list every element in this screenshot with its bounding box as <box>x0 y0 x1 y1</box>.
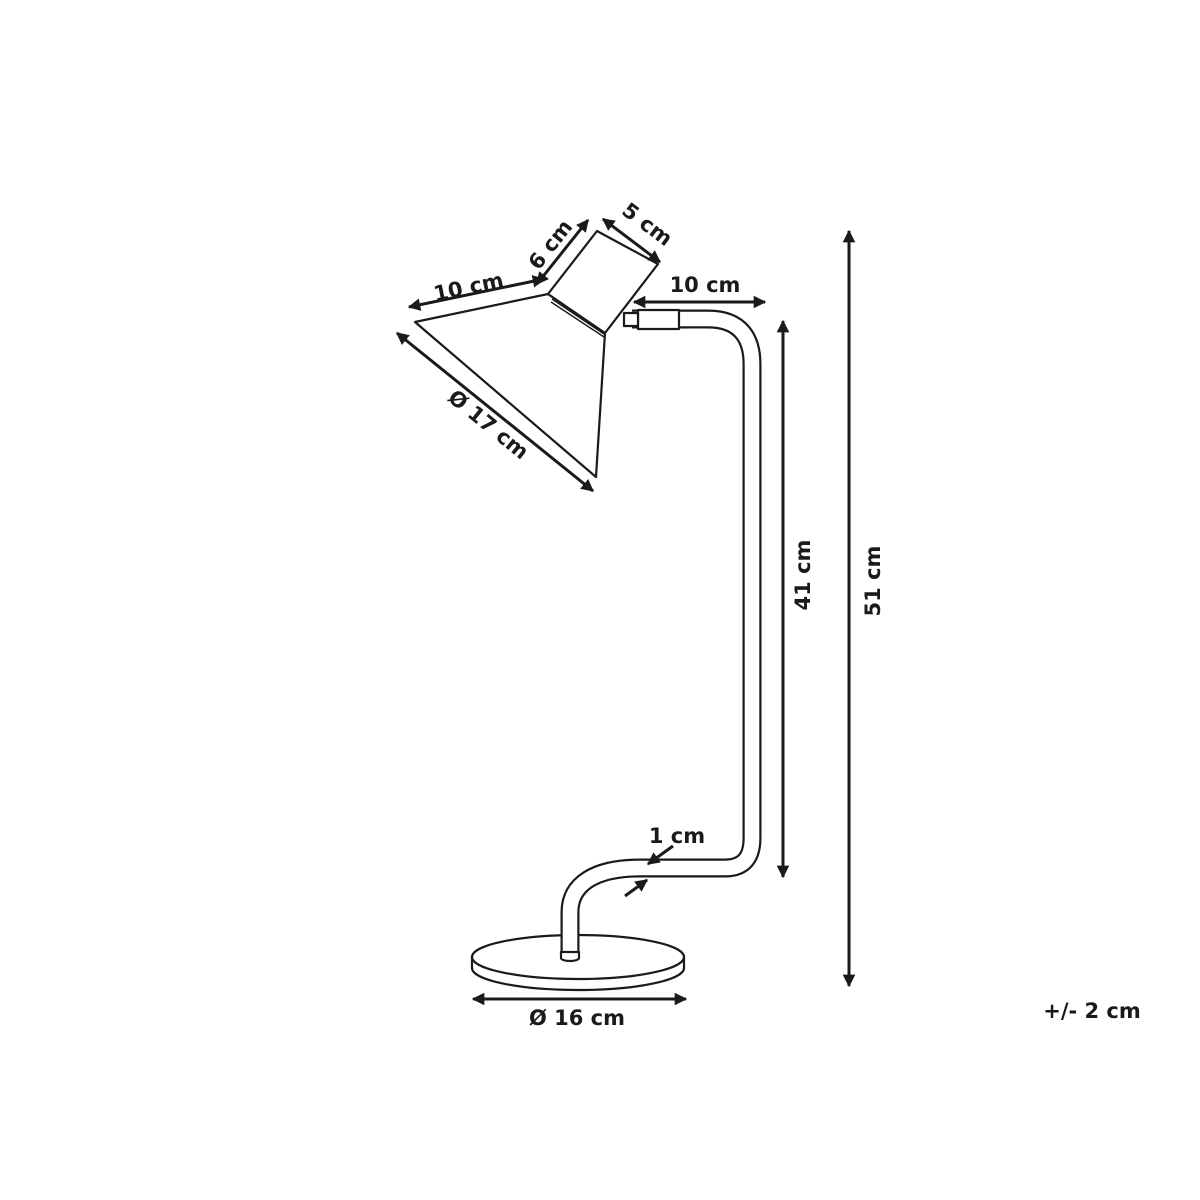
label-stem-thickness: 1 cm <box>649 824 705 848</box>
label-arm-height: 41 cm <box>791 540 815 611</box>
dimension-lines <box>396 217 856 1006</box>
lamp-illustration <box>413 229 762 992</box>
lamp-arm <box>559 309 762 963</box>
dim-arrow-shade-diameter <box>396 331 594 493</box>
dim-arrow-shade-neck <box>535 219 590 285</box>
label-tolerance: +/- 2 cm <box>1043 999 1141 1023</box>
dim-arrow-stem-thickness-bottom <box>624 878 649 898</box>
label-shade-top: 5 cm <box>618 198 677 251</box>
dim-arrow-shade-top <box>601 217 662 264</box>
label-arm-reach: 10 cm <box>670 273 741 297</box>
dim-arrow-shade-length <box>407 275 546 311</box>
dim-arrow-stem-thickness-top <box>646 844 674 866</box>
label-total-height: 51 cm <box>861 546 885 617</box>
label-shade-length: 10 cm <box>431 268 505 306</box>
label-base-diameter: Ø 16 cm <box>529 1006 625 1030</box>
lamp-joint <box>622 308 681 331</box>
